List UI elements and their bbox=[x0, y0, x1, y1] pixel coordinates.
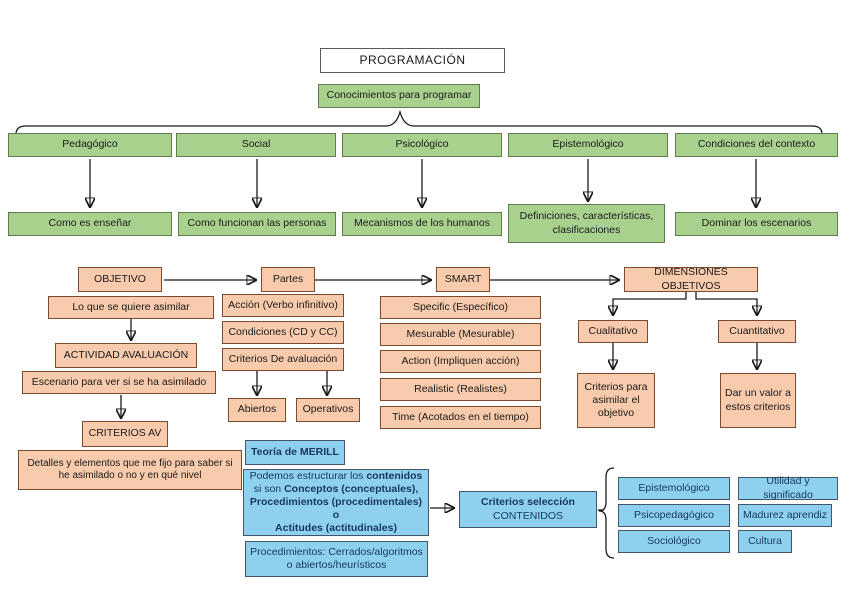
box-criterio-madurez: Madurez aprendiz bbox=[738, 504, 832, 527]
detail-social: Como funcionan las personas bbox=[178, 212, 336, 236]
knowledge-contexto: Condiciones del contexto bbox=[675, 133, 838, 157]
box-criterios-av-detail: Detalles y elementos que me fijo para sa… bbox=[18, 450, 242, 490]
box-actividad-avaluacion: ACTIVIDAD AVALUACIÓN bbox=[55, 343, 197, 368]
knowledge-pedagogico: Pedagógico bbox=[8, 133, 172, 157]
box-objetivo: OBJETIVO bbox=[78, 267, 162, 292]
box-procedimientos: Procedimientos: Cerrados/algoritmos o ab… bbox=[245, 541, 428, 577]
knowledge-psicologico: Psicológico bbox=[342, 133, 502, 157]
estructura-line3: Procedimientos (procedimentales) o bbox=[249, 495, 423, 522]
connector bbox=[695, 292, 757, 314]
estructura-line1: Podemos estructurar los contenidos bbox=[249, 469, 423, 482]
box-criterio-utilidad: Utilidad y significado bbox=[738, 475, 838, 501]
box-parte-accion: Acción (Verbo infinitivo) bbox=[222, 294, 344, 317]
box-smart-time: Time (Acotados en el tiempo) bbox=[380, 406, 541, 429]
connector bbox=[613, 292, 687, 314]
box-abiertos: Abiertos bbox=[228, 398, 286, 422]
detail-pedagogico: Como es enseñar bbox=[8, 212, 172, 236]
box-estructura-contenidos: Podemos estructurar los contenidos si so… bbox=[243, 469, 429, 536]
box-criterio-epistemologico: Epistemológico bbox=[618, 477, 730, 500]
box-parte-condiciones: Condiciones (CD y CC) bbox=[222, 321, 344, 344]
box-cuantitativo-detail: Dar un valor a estos criterios bbox=[720, 373, 796, 428]
knowledge-epistemologico: Epistemológico bbox=[508, 133, 668, 157]
detail-psicologico: Mecanismos de los humanos bbox=[342, 212, 502, 236]
box-smart: SMART bbox=[436, 267, 490, 292]
estructura-line4: Actitudes (actitudinales) bbox=[275, 522, 397, 535]
box-conocimientos: Conocimientos para programar bbox=[318, 84, 480, 108]
box-smart-specific: Specific (Específico) bbox=[380, 296, 541, 319]
box-criterio-sociologico: Sociológico bbox=[618, 530, 730, 553]
box-criterios-seleccion: Criterios selección CONTENIDOS bbox=[459, 491, 597, 528]
box-cualitativo: Cualitativo bbox=[578, 320, 648, 343]
criterios-seleccion-title: Criterios selección bbox=[481, 496, 575, 509]
title-programacion: PROGRAMACIÓN bbox=[320, 48, 505, 73]
box-smart-mesurable: Mesurable (Mesurable) bbox=[380, 323, 541, 346]
box-dimensiones-objetivos: DIMENSIONES OBJETIVOS bbox=[624, 266, 758, 292]
criterios-seleccion-subtitle: CONTENIDOS bbox=[492, 509, 563, 522]
box-operativos: Operativos bbox=[296, 398, 360, 422]
box-partes: Partes bbox=[261, 267, 315, 292]
box-parte-criterios: Criterios De avaluación bbox=[222, 348, 344, 371]
box-cuantitativo: Cuantitativo bbox=[718, 320, 796, 343]
box-escenario: Escenario para ver si se ha asimilado bbox=[22, 371, 216, 394]
box-cualitativo-detail: Criterios para asimilar el objetivo bbox=[577, 373, 655, 428]
estructura-line2: si son Conceptos (conceptuales), bbox=[253, 482, 419, 495]
detail-contexto: Dominar los escenarios bbox=[675, 212, 838, 236]
box-criterios-av: CRITERIOS AV bbox=[82, 421, 168, 447]
brace-knowledge bbox=[15, 109, 823, 135]
box-criterio-psicopedagogico: Psicopedagógico bbox=[618, 504, 730, 527]
box-criterio-cultura: Cultura bbox=[738, 530, 792, 553]
box-teoria-merill: Teoría de MERILL bbox=[245, 440, 345, 465]
box-objetivo-definition: Lo que se quiere asimilar bbox=[48, 296, 214, 319]
bracket-criterios bbox=[598, 467, 615, 559]
box-smart-action: Action (Impliquen acción) bbox=[380, 350, 541, 373]
box-smart-realistic: Realistic (Realistes) bbox=[380, 378, 541, 401]
detail-epistemologico: Definiciones, características, clasifica… bbox=[508, 204, 665, 243]
knowledge-social: Social bbox=[176, 133, 336, 157]
